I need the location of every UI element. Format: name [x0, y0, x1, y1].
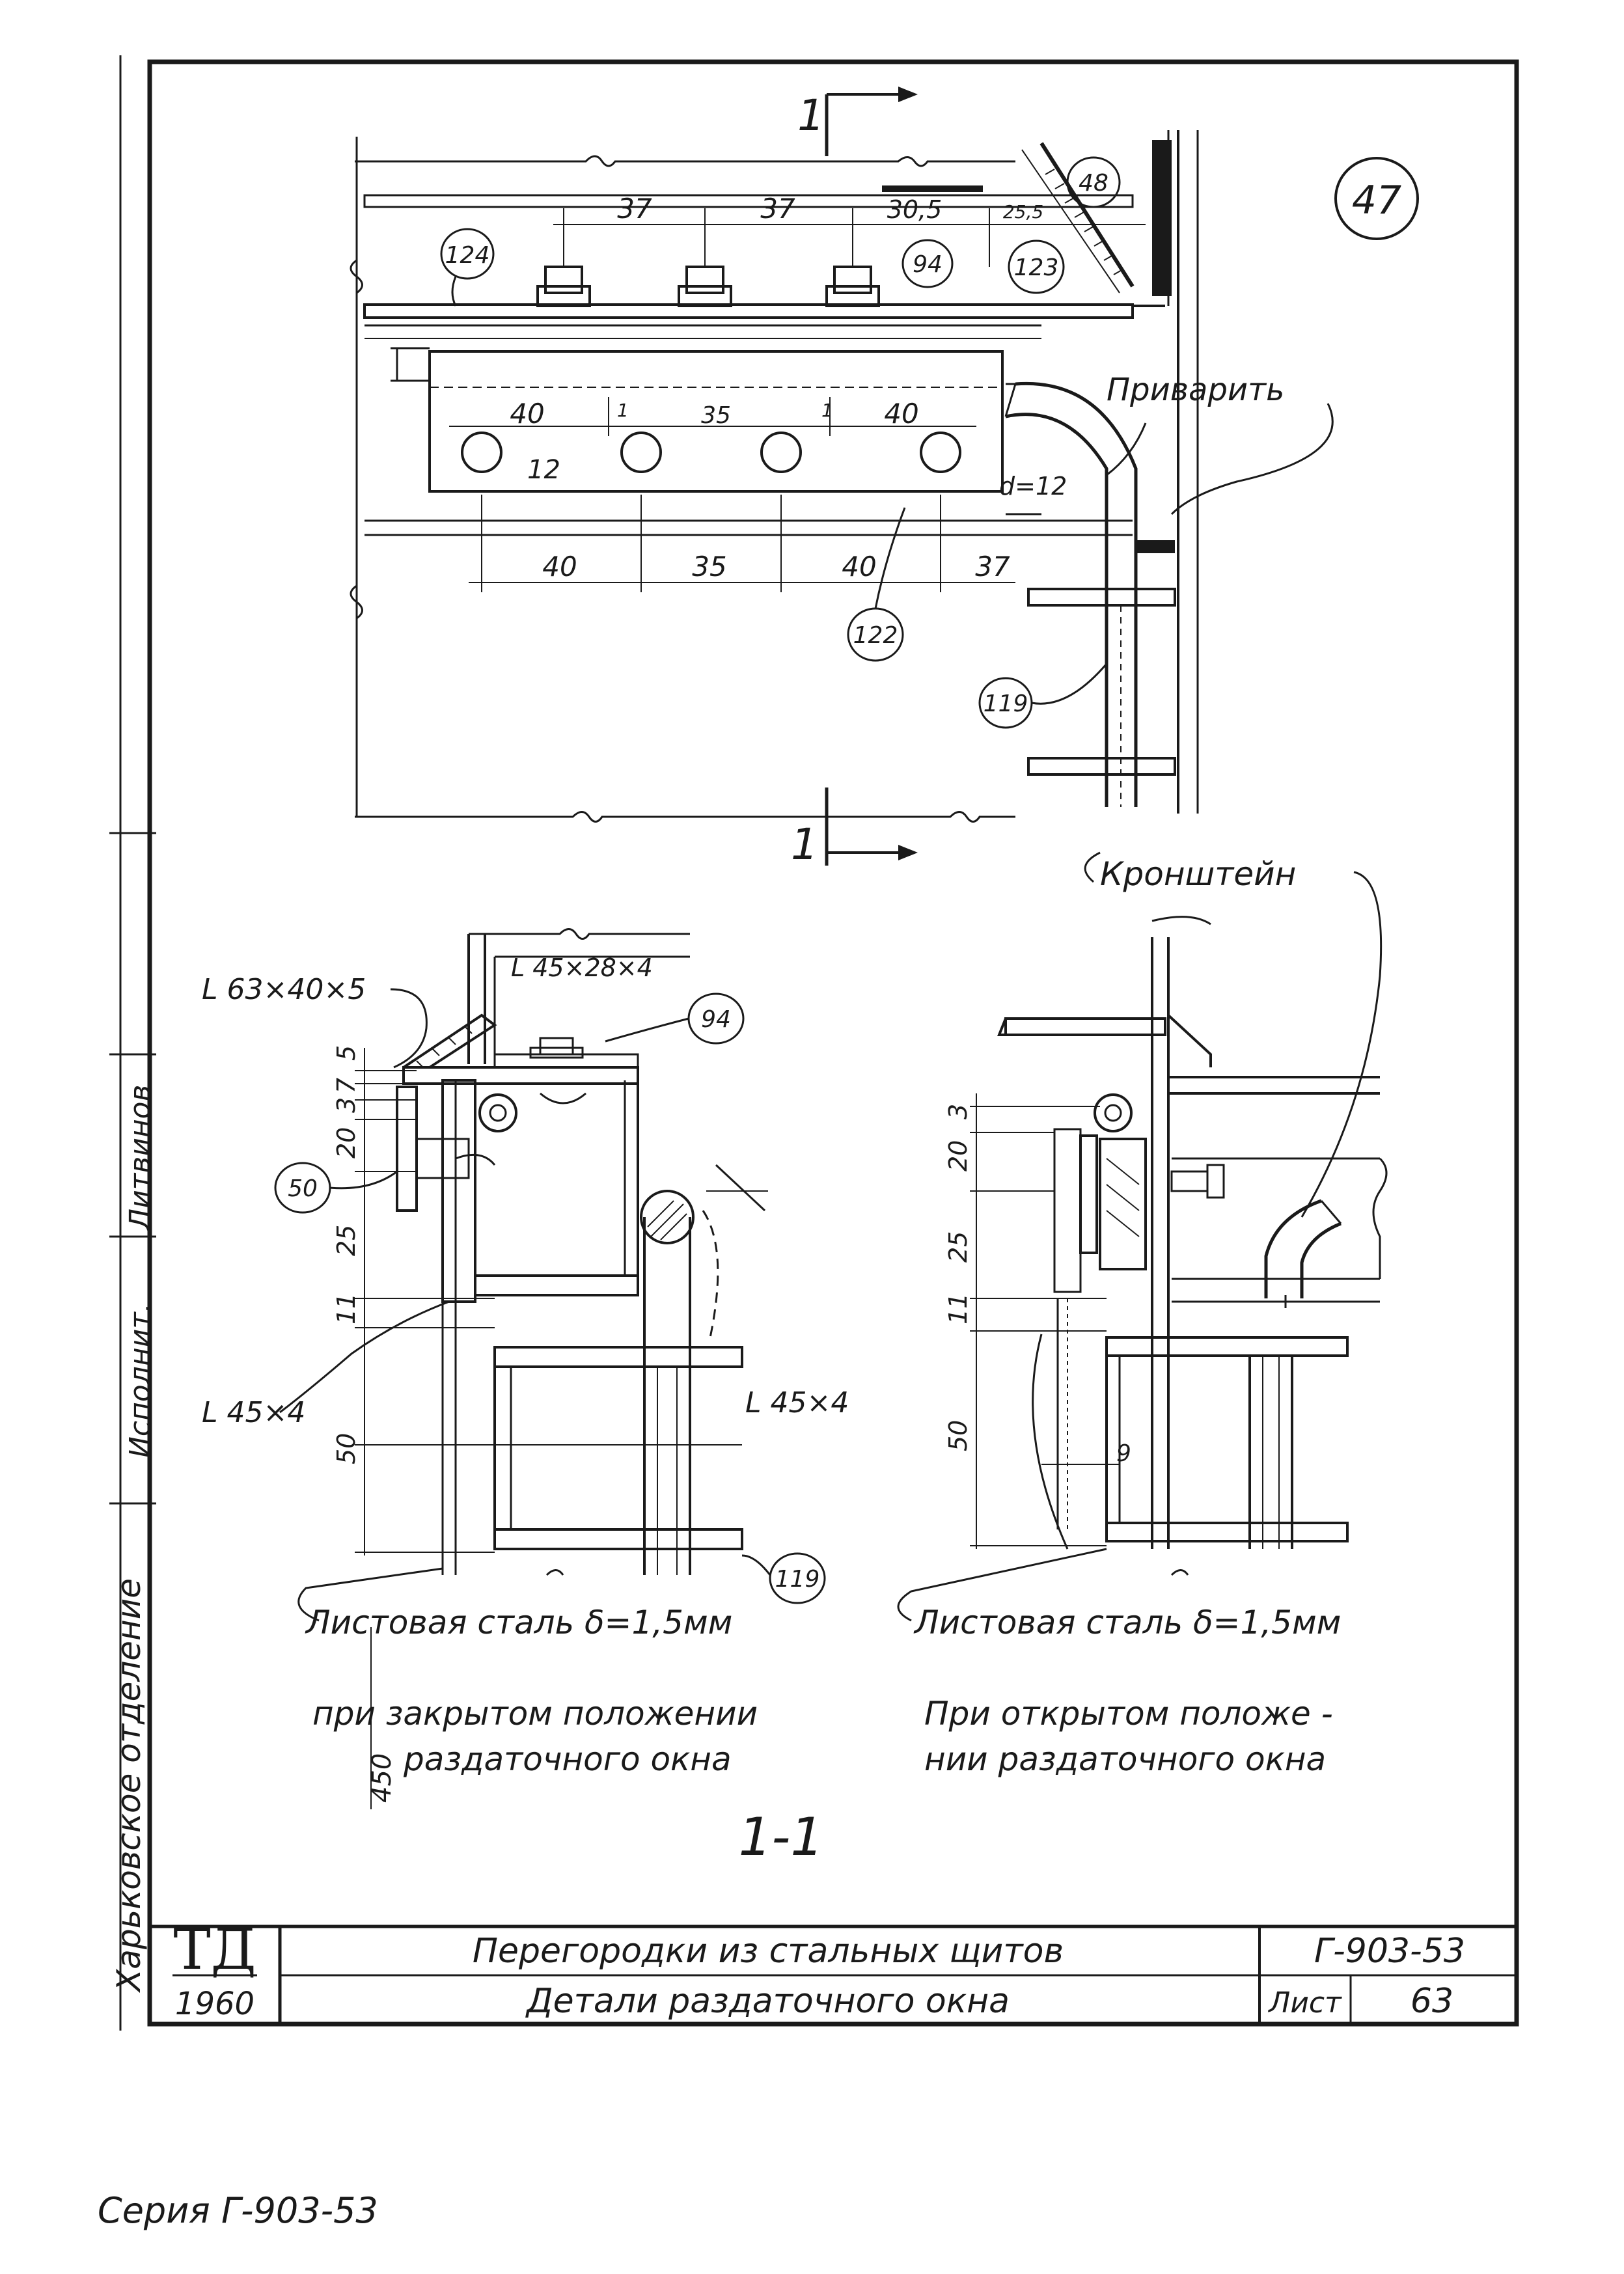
year: 1960	[175, 1986, 255, 2022]
plan-callouts: 124 94 123 48 122 119	[440, 156, 1121, 729]
dim-bottom-1: 40	[542, 551, 577, 582]
callout-left-50: 50	[288, 1175, 318, 1202]
title-2: Детали раздаточного окна	[525, 1982, 1010, 2021]
side-stamp: Исполнит. Литвинов Харьковское отделение	[109, 1085, 157, 1993]
dim-v-11: 11	[332, 1293, 361, 1324]
title-block: ТД 1960 Перегородки из стальных щитов Де…	[150, 1917, 1517, 2024]
dim-bottom-3: 40	[842, 551, 876, 582]
sheet-number: 47	[1352, 178, 1401, 223]
callout-left-94: 94	[701, 1006, 731, 1033]
bracket-label: Кронштейн	[1100, 855, 1296, 893]
angle-main-label: L 63×40×5	[202, 973, 366, 1006]
callout-48: 48	[1079, 170, 1108, 197]
dim-hole-2: 35	[701, 402, 731, 429]
hole-label: 12	[527, 455, 560, 485]
sheet-frame	[109, 55, 1519, 2031]
diameter-label: d=12	[999, 472, 1067, 500]
sheet-no: 63	[1411, 1982, 1453, 2021]
dim-bottom-4: 37	[975, 551, 1010, 582]
sheet-steel-left: Листовая сталь δ=1,5мм	[305, 1604, 732, 1641]
sheet-label: Лист	[1267, 1986, 1342, 2020]
dim-r-25: 25	[944, 1231, 972, 1263]
dim-r-50: 50	[944, 1420, 972, 1451]
caption-right-2: нии раздаточного окна	[924, 1740, 1326, 1778]
caption-left-2: раздаточного окна	[403, 1740, 732, 1778]
callout-left-119: 119	[775, 1566, 820, 1593]
section-mark-bottom: 1	[791, 819, 818, 870]
title-1: Перегородки из стальных щитов	[473, 1932, 1064, 1971]
callout-123: 123	[1014, 254, 1059, 281]
dim-r-20: 20	[944, 1140, 972, 1171]
corner-plate	[882, 130, 1199, 814]
plan-view: 1 1 37 37	[350, 87, 1334, 870]
section-left: 5 7 3 20 25 11 50 450 L 63×40×5 L 45×28×…	[202, 928, 849, 1809]
dim-top-2: 37	[760, 193, 795, 225]
sheet-number-marker: 47	[1334, 157, 1419, 240]
callout-94: 94	[913, 251, 943, 278]
stamp-org: Харьковское отделение	[110, 1578, 148, 1993]
hole-plate: 40 35 40 1 1 12	[391, 347, 1004, 493]
dim-hole-1: 40	[510, 398, 544, 430]
dim-bottom-2: 35	[692, 551, 726, 582]
weld-label: Приварить	[1107, 372, 1284, 408]
series-label: Серия Г-903-53	[98, 2190, 378, 2231]
section-mark-top: 1	[797, 90, 825, 141]
dim-top-1: 37	[617, 193, 652, 225]
dim-r-3: 3	[944, 1104, 972, 1119]
angle-top-label: L 45×28×4	[511, 953, 653, 982]
hole-tick-2: 1	[821, 400, 833, 421]
dim-450: 450	[367, 1753, 397, 1803]
dim-v-25: 25	[332, 1225, 361, 1256]
callout-119: 119	[984, 691, 1028, 717]
dim-v-5: 5	[332, 1045, 361, 1061]
hole-tick-1: 1	[617, 400, 629, 421]
caption-left-1: при закрытом положении	[312, 1695, 758, 1733]
dim-v-20: 20	[332, 1127, 361, 1158]
dim-v-3: 3	[332, 1097, 361, 1113]
dim-v-50: 50	[332, 1433, 361, 1464]
dim-v-7: 7	[332, 1078, 361, 1093]
dim-top-3: 30,5	[887, 195, 943, 224]
bolt-group	[536, 266, 880, 307]
dim-r-11: 11	[944, 1293, 972, 1324]
sheet-steel-right: Листовая сталь δ=1,5мм	[913, 1604, 1341, 1641]
dim-top-4: 25,5	[1003, 201, 1043, 223]
logo: ТД	[173, 1917, 256, 1982]
callout-124: 124	[445, 242, 490, 269]
angle-right-label: L 45×4	[745, 1386, 849, 1419]
callout-122: 122	[853, 622, 898, 649]
bent-rod	[1004, 381, 1176, 807]
caption-right-1: При открытом положе -	[924, 1695, 1333, 1733]
section-right: 20 3 25 11 50 9 Кронштейн Листовая сталь…	[897, 851, 1388, 1778]
angle-side-label: L 45×4	[202, 1396, 305, 1429]
dim-hole-3: 40	[884, 398, 918, 430]
section-title: 1-1	[739, 1807, 824, 1867]
stamp-name: Литвинов	[124, 1085, 157, 1231]
stamp-role: Исполнит.	[124, 1303, 157, 1458]
dim-r-9: 9	[1116, 1440, 1131, 1467]
drawing-code: Г-903-53	[1314, 1932, 1465, 1971]
